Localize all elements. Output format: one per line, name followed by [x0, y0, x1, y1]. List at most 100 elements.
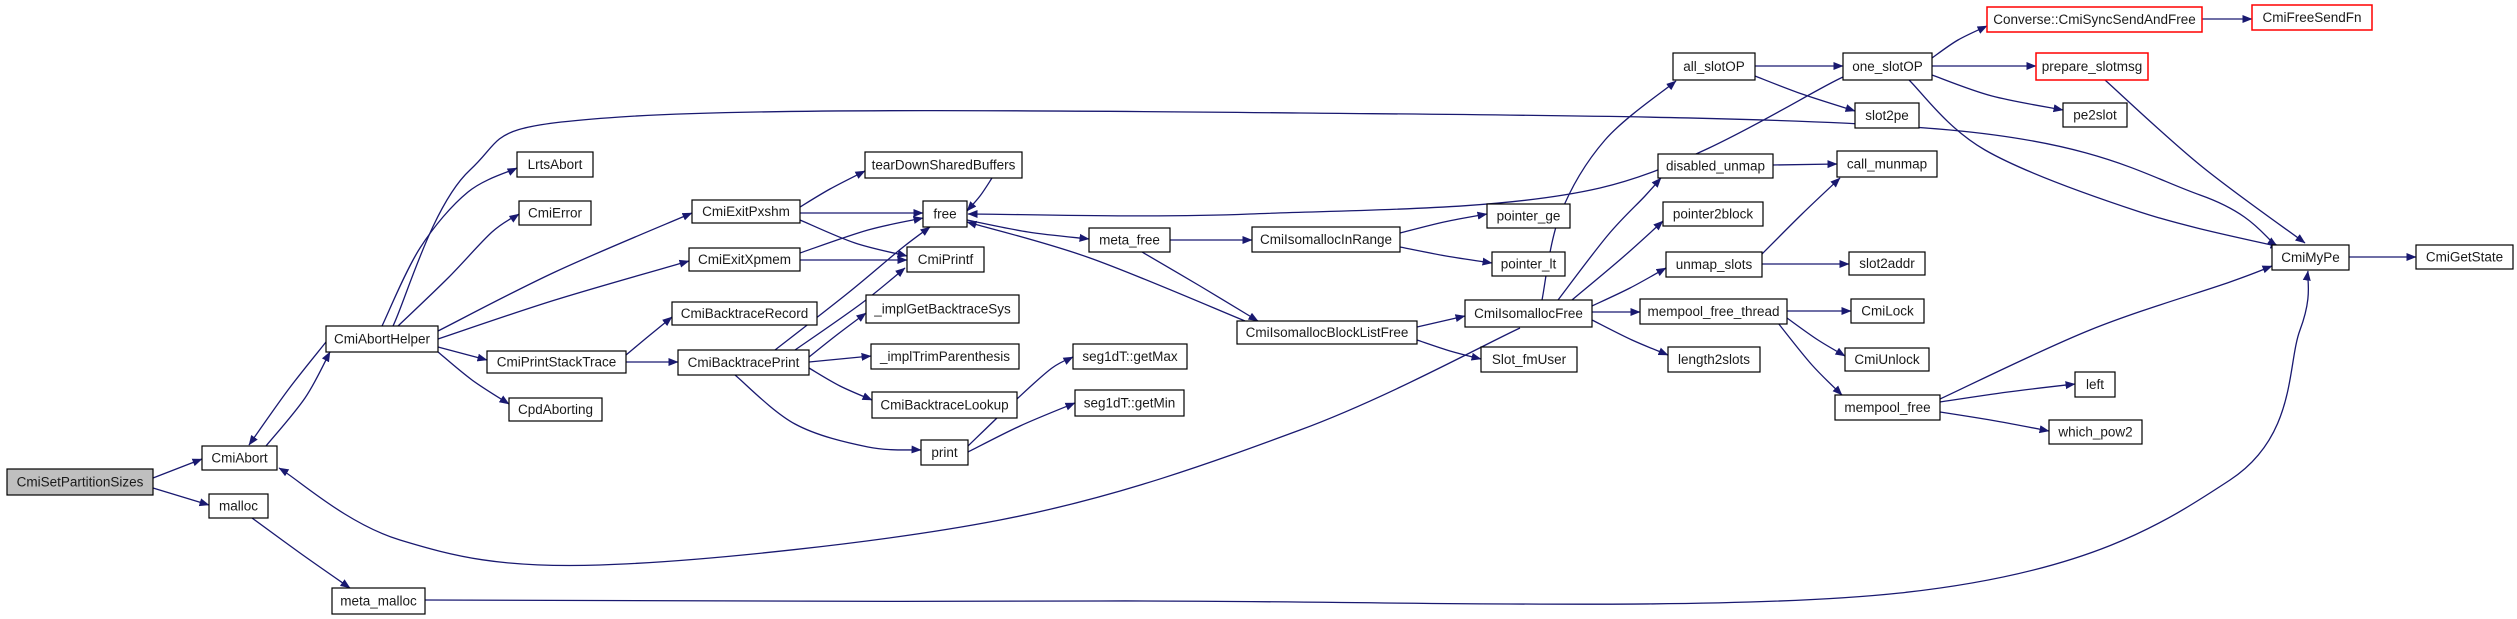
graph-node-impl-get-backtrace-sys[interactable]: _implGetBacktraceSys — [865, 294, 1020, 324]
graph-node-call-munmap[interactable]: call_munmap — [1836, 150, 1938, 178]
graph-node-box-meta-free — [1088, 227, 1171, 253]
edge-cmi-isomalloc-free--pointer2block — [1571, 220, 1664, 301]
graph-node-box-meta-malloc — [331, 587, 426, 615]
graph-node-label-cmi-backtrace-print: CmiBacktracePrint — [688, 355, 800, 370]
graph-node-mempool-free[interactable]: mempool_free — [1834, 394, 1941, 421]
graph-node-box-converse-cmi-sync-send-and-free — [1986, 6, 2203, 33]
graph-node-cmi-unlock[interactable]: CmiUnlock — [1844, 347, 1930, 372]
graph-node-which-pow2[interactable]: which_pow2 — [2048, 419, 2143, 445]
graph-node-box-cpd-aborting — [508, 397, 603, 422]
graph-node-label-length2slots: length2slots — [1678, 352, 1750, 367]
graph-node-box-left — [2074, 371, 2116, 398]
graph-node-cmi-abort-helper[interactable]: CmiAbortHelper — [325, 325, 439, 353]
graph-node-pointer-lt[interactable]: pointer_lt — [1491, 251, 1566, 277]
graph-node-cpd-aborting[interactable]: CpdAborting — [508, 397, 603, 422]
edge-cmi-isomalloc-block-list-free--free — [966, 220, 1246, 322]
graph-node-box-lrts-abort — [516, 151, 594, 178]
graph-node-cmi-backtrace-lookup[interactable]: CmiBacktraceLookup — [871, 391, 1018, 419]
graph-node-box-cmi-printf — [906, 246, 985, 273]
graph-node-cmi-isomalloc-free[interactable]: CmiIsomallocFree — [1464, 299, 1593, 328]
graph-node-label-lrts-abort: LrtsAbort — [528, 157, 583, 172]
graph-node-slot2pe[interactable]: slot2pe — [1854, 102, 1920, 129]
edge-mempool-free-thread--mempool-free — [1777, 322, 1843, 396]
edge-cmi-abort-helper--lrts-abort — [381, 167, 518, 327]
graph-node-box-call-munmap — [1836, 150, 1938, 178]
graph-node-label-cmi-printf: CmiPrintf — [918, 252, 974, 267]
graph-node-cmi-lock[interactable]: CmiLock — [1850, 298, 1925, 324]
graph-node-pointer-ge[interactable]: pointer_ge — [1486, 203, 1571, 229]
graph-node-left[interactable]: left — [2074, 371, 2116, 398]
graph-node-label-pointer-lt: pointer_lt — [1501, 257, 1557, 272]
graph-node-cmi-get-state[interactable]: CmiGetState — [2415, 244, 2514, 270]
edge-print--seg1dt-get-max — [967, 356, 1074, 447]
graph-node-cmi-backtrace-record[interactable]: CmiBacktraceRecord — [671, 301, 818, 326]
edges-layer — [152, 15, 2417, 605]
graph-node-one-slot-op[interactable]: one_slotOP — [1842, 52, 1933, 81]
graph-node-cmi-error[interactable]: CmiError — [518, 200, 592, 226]
graph-node-box-cmi-isomalloc-free — [1464, 299, 1593, 328]
graph-node-box-slot2addr — [1848, 251, 1926, 276]
graph-node-disabled-unmap[interactable]: disabled_unmap — [1657, 153, 1774, 179]
graph-node-box-cmi-exit-pxshm — [691, 199, 801, 224]
edge-meta-malloc--cmi-my-pe — [424, 270, 2311, 605]
graph-node-cmi-exit-xpmem[interactable]: CmiExitXpmem — [688, 247, 801, 272]
graph-node-free[interactable]: free — [922, 200, 968, 228]
edge-one-slot-op--cmi-my-pe — [1907, 78, 2281, 249]
graph-node-print[interactable]: print — [920, 439, 969, 466]
graph-node-slot-fm-user[interactable]: Slot_fmUser — [1480, 346, 1578, 373]
graph-node-box-cmi-error — [518, 200, 592, 226]
graph-node-cmi-set-partition-sizes[interactable]: CmiSetPartitionSizes — [6, 468, 154, 496]
graph-node-label-pointer2block: pointer2block — [1673, 207, 1754, 222]
graph-node-box-cmi-backtrace-record — [671, 301, 818, 326]
graph-node-meta-free[interactable]: meta_free — [1088, 227, 1171, 253]
graph-node-cmi-backtrace-print[interactable]: CmiBacktracePrint — [677, 349, 810, 376]
graph-node-cmi-free-send-fn[interactable]: CmiFreeSendFn — [2251, 4, 2373, 31]
graph-node-label-slot2addr: slot2addr — [1859, 256, 1915, 271]
graph-node-box-cmi-lock — [1850, 298, 1925, 324]
graph-node-mempool-free-thread[interactable]: mempool_free_thread — [1639, 298, 1788, 325]
graph-node-cmi-abort[interactable]: CmiAbort — [201, 445, 278, 471]
graph-node-lrts-abort[interactable]: LrtsAbort — [516, 151, 594, 178]
graph-node-cmi-isomalloc-block-list-free[interactable]: CmiIsomallocBlockListFree — [1236, 320, 1418, 345]
edge-cmi-abort-helper--cmi-abort — [248, 341, 327, 446]
graph-node-label-malloc: malloc — [219, 499, 258, 514]
edge-cmi-isomalloc-free--unmap-slots — [1591, 267, 1667, 307]
graph-node-prepare-slotmsg[interactable]: prepare_slotmsg — [2035, 52, 2149, 81]
graph-node-cmi-print-stack-trace[interactable]: CmiPrintStackTrace — [486, 350, 627, 374]
graph-node-box-disabled-unmap — [1657, 153, 1774, 179]
graph-node-box-length2slots — [1667, 346, 1761, 373]
edge-print--seg1dt-get-min — [967, 402, 1076, 453]
graph-node-label-pe2slot: pe2slot — [2073, 108, 2117, 123]
graph-node-unmap-slots[interactable]: unmap_slots — [1665, 251, 1763, 278]
graph-node-label-impl-trim-parenthesis: _implTrimParenthesis — [879, 349, 1010, 364]
graph-node-all-slot-op[interactable]: all_slotOP — [1672, 52, 1756, 81]
graph-node-length2slots[interactable]: length2slots — [1667, 346, 1761, 373]
graph-node-meta-malloc[interactable]: meta_malloc — [331, 587, 426, 615]
graph-node-box-unmap-slots — [1665, 251, 1763, 278]
graph-node-malloc[interactable]: malloc — [208, 493, 269, 519]
graph-node-seg1dt-get-max[interactable]: seg1dT::getMax — [1072, 343, 1188, 370]
graph-node-box-cmi-exit-xpmem — [688, 247, 801, 272]
graph-node-cmi-my-pe[interactable]: CmiMyPe — [2271, 244, 2350, 271]
graph-node-label-free: free — [933, 207, 956, 222]
graph-node-pointer2block[interactable]: pointer2block — [1662, 201, 1764, 227]
graph-node-label-meta-free: meta_free — [1099, 233, 1160, 248]
graph-node-box-cmi-backtrace-lookup — [871, 391, 1018, 419]
edge-tear-down-shared-buffers--free — [966, 177, 993, 212]
graph-node-cmi-printf[interactable]: CmiPrintf — [906, 246, 985, 273]
graph-node-box-cmi-isomalloc-in-range — [1251, 226, 1401, 253]
graph-node-cmi-isomalloc-in-range[interactable]: CmiIsomallocInRange — [1251, 226, 1401, 253]
graph-node-converse-cmi-sync-send-and-free[interactable]: Converse::CmiSyncSendAndFree — [1986, 6, 2203, 33]
graph-node-impl-trim-parenthesis[interactable]: _implTrimParenthesis — [870, 343, 1020, 370]
edge-one-slot-op--pe2slot — [1931, 74, 2064, 113]
graph-node-box-cmi-unlock — [1844, 347, 1930, 372]
graph-node-pe2slot[interactable]: pe2slot — [2062, 102, 2128, 128]
edge-cmi-isomalloc-free--length2slots — [1591, 319, 1669, 356]
graph-node-box-mempool-free — [1834, 394, 1941, 421]
edge-cmi-backtrace-print--print — [734, 374, 922, 454]
graph-node-label-cmi-isomalloc-block-list-free: CmiIsomallocBlockListFree — [1246, 325, 1409, 340]
graph-node-seg1dt-get-min[interactable]: seg1dT::getMin — [1074, 389, 1185, 417]
graph-node-cmi-exit-pxshm[interactable]: CmiExitPxshm — [691, 199, 801, 224]
graph-node-tear-down-shared-buffers[interactable]: tearDownSharedBuffers — [864, 151, 1023, 179]
graph-node-slot2addr[interactable]: slot2addr — [1848, 251, 1926, 276]
